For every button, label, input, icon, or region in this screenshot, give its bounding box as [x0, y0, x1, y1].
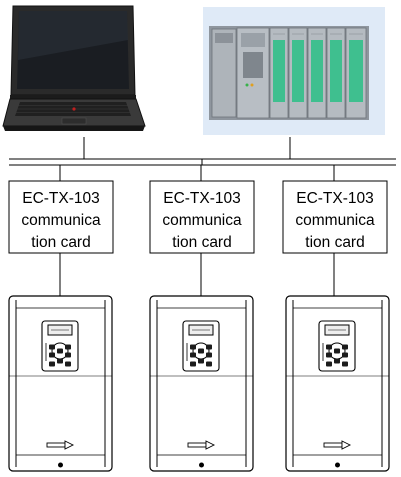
card-label-line: communica — [21, 212, 101, 229]
card-label-line: tion card — [31, 234, 90, 251]
inverter-drive-icon — [285, 295, 390, 472]
inverter-drive-icon — [8, 295, 113, 472]
drive-links — [59, 253, 335, 297]
card-label-line: EC-TX-103 — [296, 190, 374, 207]
card-label-line: communica — [295, 212, 375, 229]
plc-icon — [203, 7, 385, 135]
card-label-line: communica — [162, 212, 242, 229]
inverter-drive-icon — [149, 295, 254, 472]
card-label-line: EC-TX-103 — [163, 190, 241, 207]
card-label-line: tion card — [172, 234, 231, 251]
comm-card-2: EC-TX-103 communica tion card — [149, 180, 255, 254]
comm-card-1: EC-TX-103 communica tion card — [8, 180, 114, 254]
laptop-icon — [2, 5, 146, 131]
bus-lines — [9, 137, 396, 181]
comm-card-3: EC-TX-103 communica tion card — [282, 180, 388, 254]
card-label-line: tion card — [305, 234, 364, 251]
drives-group — [8, 295, 390, 472]
card-label-line: EC-TX-103 — [22, 190, 100, 207]
